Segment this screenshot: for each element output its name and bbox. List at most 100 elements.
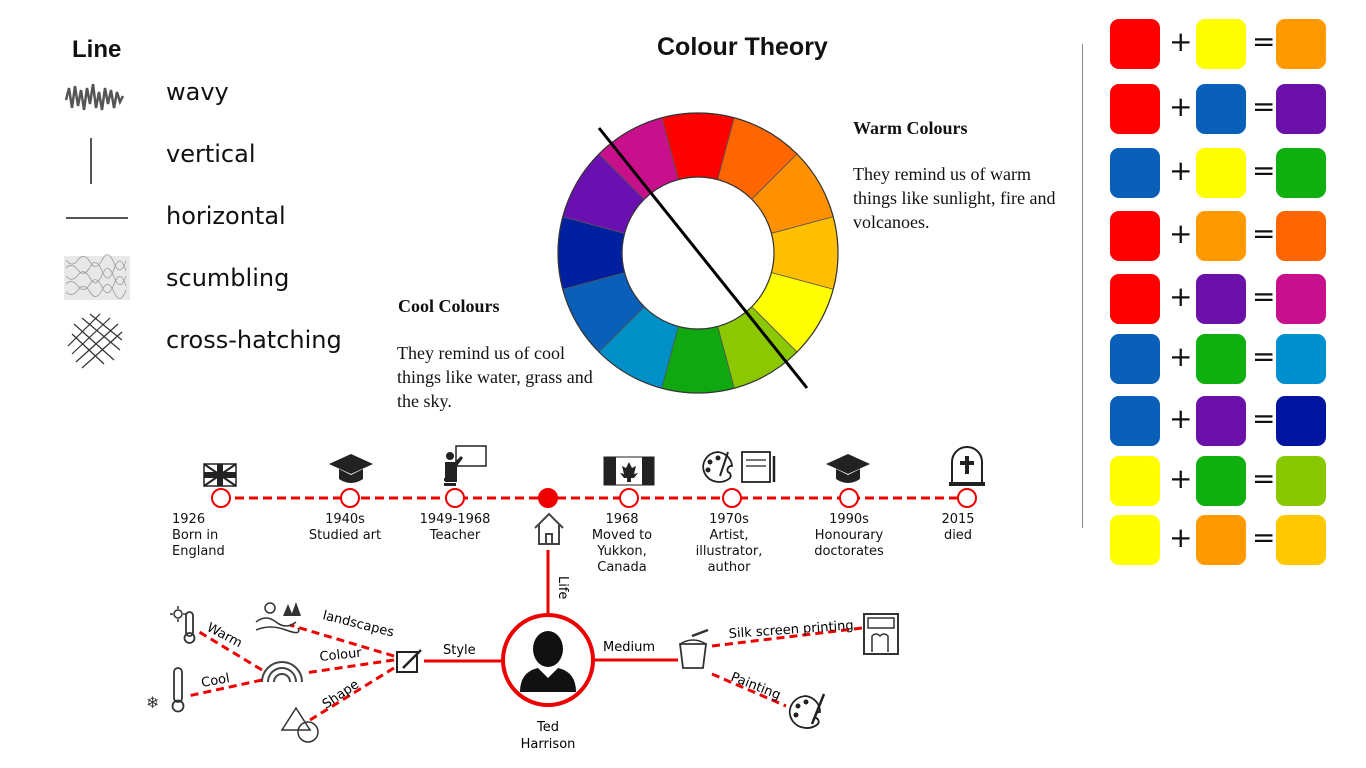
plus-sign: + (1169, 90, 1193, 123)
page-title: Colour Theory (657, 33, 828, 61)
ted-label-1: Ted (536, 720, 559, 735)
plus-sign: + (1169, 280, 1193, 313)
plus-sign: + (1169, 462, 1193, 495)
cool-colours-text: They remind us of cool things like water… (397, 343, 593, 411)
equals-sign: = (1252, 217, 1276, 250)
line-section-title: Line (72, 36, 122, 63)
scumbling-sample (64, 254, 130, 300)
rainbow-icon (261, 661, 303, 683)
result-swatch (1276, 515, 1326, 565)
result-swatch (1276, 148, 1326, 198)
plus-sign: + (1169, 25, 1193, 58)
screen-printing-icon (863, 613, 899, 655)
svg-text:❄: ❄ (146, 693, 159, 712)
result-swatch (1276, 396, 1326, 446)
thermometer-snow-icon: ❄ (146, 667, 185, 713)
plus-sign: + (1169, 340, 1193, 373)
plus-sign: + (1169, 154, 1193, 187)
result-swatch (1276, 334, 1326, 384)
line-label-horizontal: horizontal (166, 202, 286, 230)
timeline-event-line: author (707, 560, 751, 575)
result-swatch (1276, 84, 1326, 134)
mix-swatch (1196, 274, 1246, 324)
timeline-event-line: 2015 (941, 512, 975, 527)
silk-screen-label: Silk screen printing (728, 618, 854, 642)
person-icon (520, 631, 576, 692)
timeline-event-line: Studied art (308, 528, 382, 543)
mix-swatch (1196, 396, 1246, 446)
teacher-icon (444, 445, 487, 486)
timeline-mindmap-diagram: Life Ted Harrison Style Colour landscape… (146, 445, 985, 752)
thermometer-sun-icon (170, 606, 196, 644)
timeline-node (619, 488, 639, 508)
timeline-event-line: 1970s (709, 512, 749, 527)
timeline-event-line: doctorates (814, 544, 884, 559)
mix-swatch (1110, 515, 1160, 565)
timeline-node (340, 488, 360, 508)
mix-swatch (1196, 148, 1246, 198)
landscapes-label: landscapes (321, 608, 396, 640)
equals-sign: = (1252, 25, 1276, 58)
result-swatch (1276, 211, 1326, 261)
landscape-icon (255, 602, 301, 634)
mix-swatch (1196, 456, 1246, 506)
gravestone-icon (949, 446, 985, 486)
timeline-event-line: Teacher (429, 528, 481, 543)
equals-sign: = (1252, 402, 1276, 435)
result-swatch (1276, 456, 1326, 506)
timeline-nodes (211, 488, 977, 508)
mix-swatch (1110, 84, 1160, 134)
life-label: Life (555, 576, 570, 599)
mix-swatch (1196, 211, 1246, 261)
timeline-event-line: Yukkon, (597, 544, 647, 559)
result-swatch (1276, 19, 1326, 69)
timeline-event-line: died (943, 528, 973, 543)
palette-icon (788, 693, 826, 729)
mix-swatch (1110, 456, 1160, 506)
mix-swatch (1196, 19, 1246, 69)
ted-label-2: Harrison (521, 737, 576, 752)
colour-label: Colour (319, 646, 363, 665)
equals-sign: = (1252, 340, 1276, 373)
equals-sign: = (1252, 521, 1276, 554)
timeline-node (957, 488, 977, 508)
equals-sign: = (1252, 90, 1276, 123)
timeline-node (538, 488, 558, 508)
plus-sign: + (1169, 521, 1193, 554)
vertical-divider (1082, 44, 1083, 528)
timeline-event-line: 1968 (605, 512, 639, 527)
mix-swatch (1110, 334, 1160, 384)
paint-bucket-icon (678, 628, 709, 669)
timeline-event-line: 1990s (829, 512, 869, 527)
timeline-event-line: 1940s (325, 512, 365, 527)
warm-colours-text: They remind us of warm things like sunli… (853, 164, 1056, 232)
style-label: Style (443, 643, 476, 658)
graduation-cap-icon (329, 454, 373, 483)
timeline-event-line: 1949-1968 (419, 512, 491, 527)
mix-swatch (1110, 211, 1160, 261)
equals-sign: = (1252, 280, 1276, 313)
shape-label: Shape (320, 677, 362, 712)
cool-colours-heading: Cool Colours (398, 296, 500, 316)
uk-flag-icon (203, 463, 237, 487)
timeline-node (722, 488, 742, 508)
line-samples (64, 83, 130, 369)
mix-swatch (1110, 396, 1160, 446)
timeline-event-line: illustrator, (695, 544, 763, 559)
graduation-cap-icon (826, 454, 870, 483)
mix-swatch (1196, 515, 1246, 565)
canada-flag-icon (603, 456, 655, 486)
shapes-icon (280, 706, 319, 743)
mix-swatch (1110, 274, 1160, 324)
timeline-event-line: Moved to (591, 528, 653, 543)
timeline-event-line: Born in (172, 528, 219, 543)
wavy-line-sample (64, 83, 125, 111)
timeline-event-line: Artist, (709, 528, 749, 543)
